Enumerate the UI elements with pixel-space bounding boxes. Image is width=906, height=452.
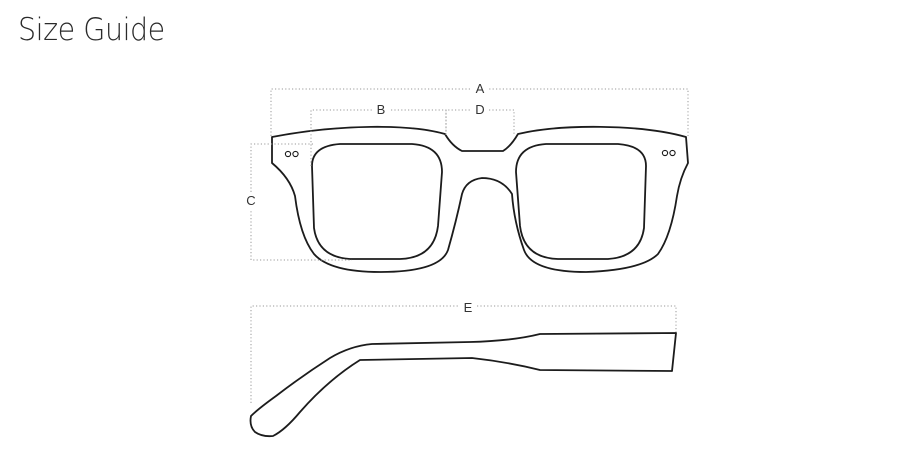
dimension-e: E (250, 297, 677, 403)
dimension-d: D (445, 101, 515, 135)
dimension-c-label: C (246, 193, 255, 208)
frame-outline (271, 125, 689, 273)
temple-arm (249, 332, 677, 438)
dimension-b-label: B (377, 102, 386, 117)
left-rivet-2 (292, 150, 299, 158)
dimension-e-label: E (464, 300, 473, 315)
page-title: Size Guide (18, 12, 165, 48)
dimension-d-label: D (475, 102, 484, 117)
dimension-a-label: A (476, 81, 485, 96)
dimension-a: A (270, 80, 689, 136)
right-lens (515, 143, 647, 260)
glasses-front-view (271, 125, 689, 273)
dimension-c: C (243, 143, 352, 261)
right-rivet-2 (669, 149, 676, 157)
dimension-b: B (310, 101, 447, 166)
right-rivet-1 (661, 149, 669, 157)
left-lens (311, 143, 443, 260)
left-rivet-1 (284, 150, 292, 158)
